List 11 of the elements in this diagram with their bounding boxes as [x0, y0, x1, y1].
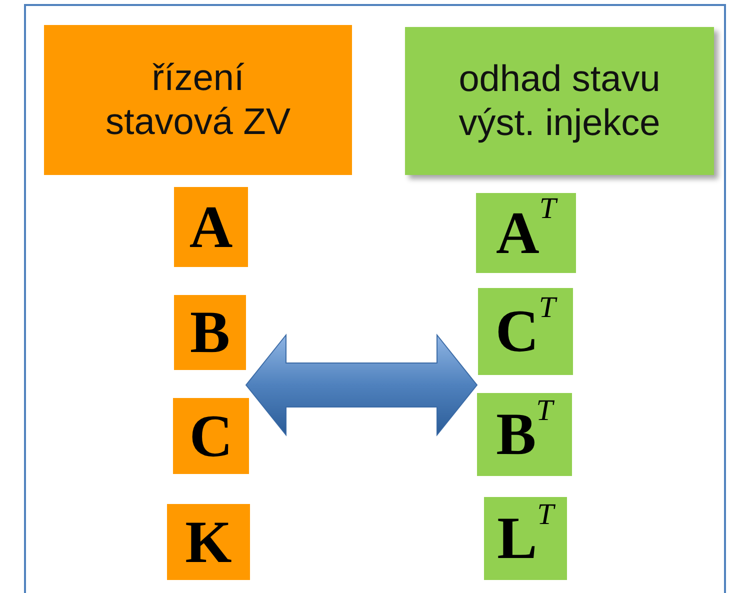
matrix-box: B$^{T}$: [477, 393, 572, 476]
matrix-box: A$^{T}$: [476, 193, 576, 273]
matrix-box: K: [167, 504, 250, 580]
heading-box: řízení stavová ZV: [44, 25, 352, 175]
matrix-box: B: [174, 295, 246, 370]
matrix-box: C: [173, 398, 249, 474]
matrix-box: C$^{T}$: [478, 288, 573, 375]
heading-box: odhad stavu výst. injekce: [405, 27, 714, 175]
matrix-box: L$^{T}$: [484, 497, 567, 580]
double-arrow: [245, 334, 478, 436]
matrix-box: A: [174, 187, 248, 267]
